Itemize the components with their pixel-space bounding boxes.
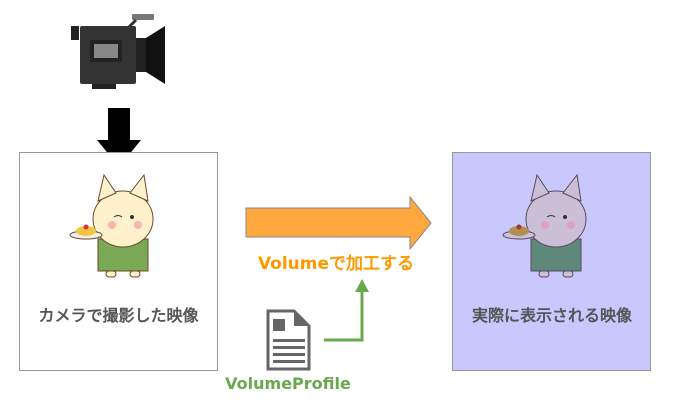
volume-profile-label: VolumeProfile xyxy=(225,374,351,393)
cat-waiter-image xyxy=(69,173,154,278)
cat-waiter-tinted-image xyxy=(502,173,587,278)
result-image-label: 実際に表示される映像 xyxy=(471,306,632,325)
source-image-frame xyxy=(19,152,218,371)
apply-profile-arrow-icon xyxy=(324,279,369,342)
source-image-label: カメラで撮影した映像 xyxy=(38,306,199,325)
result-image-frame xyxy=(452,152,651,371)
document-icon xyxy=(266,309,311,371)
process-label: Volumeで加工する xyxy=(257,254,415,274)
video-camera-icon xyxy=(71,14,165,89)
process-arrow-icon xyxy=(245,195,432,251)
